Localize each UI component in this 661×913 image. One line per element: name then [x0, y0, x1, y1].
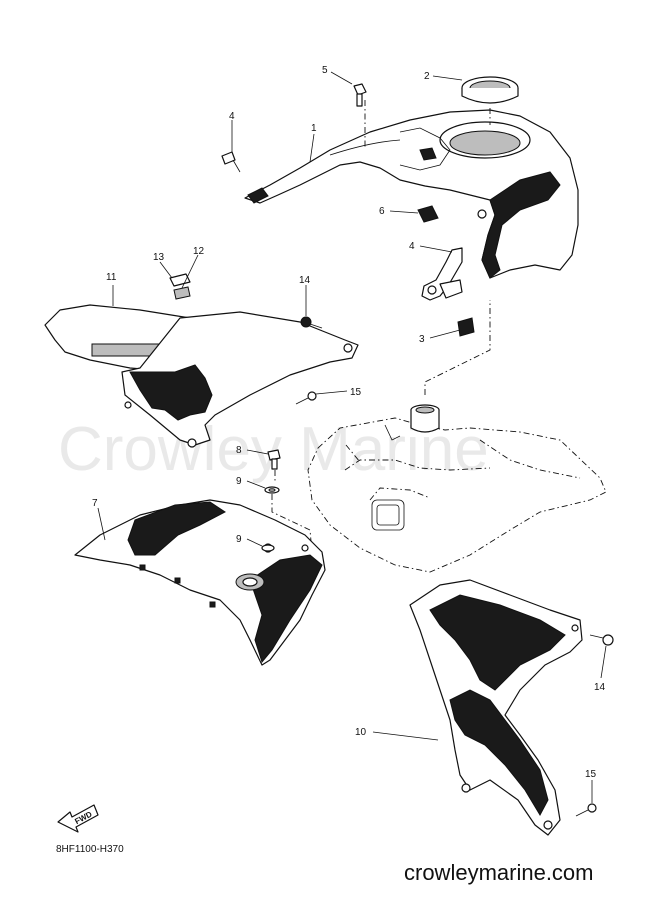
side-cover-7 — [74, 499, 326, 666]
callout-13: 13 — [153, 252, 165, 263]
callout-2: 2 — [424, 71, 430, 82]
callout-10: 10 — [355, 727, 367, 738]
pad-13 — [169, 273, 191, 287]
callout-14-lower: 14 — [594, 682, 606, 693]
callout-9-lower: 9 — [236, 534, 242, 545]
washer-9-upper — [264, 486, 280, 494]
bolt-15-upper — [295, 391, 317, 405]
side-cover-10 — [409, 579, 583, 836]
fuel-tank — [307, 417, 607, 573]
tank-cover — [244, 109, 579, 279]
callout-7: 7 — [92, 498, 98, 509]
leader-lines — [97, 71, 607, 803]
callout-5: 5 — [322, 65, 328, 76]
bracket-4 — [421, 247, 463, 301]
callout-1: 1 — [311, 123, 317, 134]
callout-8: 8 — [236, 445, 242, 456]
fwd-arrow-icon: FWD — [57, 804, 99, 833]
callout-12: 12 — [193, 246, 205, 257]
diagram-code: 8HF1100-H370 — [56, 844, 124, 855]
callout-3: 3 — [419, 334, 425, 345]
site-url: crowleymarine.com — [404, 860, 594, 885]
pad-12 — [173, 286, 191, 300]
bolt-15-lower — [575, 803, 597, 817]
bolt-5 — [353, 83, 367, 107]
callout-15-upper: 15 — [350, 387, 362, 398]
callout-4-upper: 4 — [229, 111, 235, 122]
bolt-8 — [267, 449, 281, 470]
clip-6 — [417, 205, 439, 223]
callout-6: 6 — [379, 206, 385, 217]
clip-3 — [457, 317, 475, 337]
screw-4-upper — [221, 151, 241, 173]
callout-14-upper: 14 — [299, 275, 311, 286]
bolt-14-lower — [589, 634, 614, 646]
callout-15-lower: 15 — [585, 769, 597, 780]
side-cover-11 — [44, 304, 359, 448]
callout-11: 11 — [106, 272, 117, 283]
callout-4-bracket: 4 — [409, 241, 415, 252]
fuel-filler-neck — [410, 404, 440, 433]
grommet-2 — [461, 76, 519, 104]
callout-9-upper: 9 — [236, 476, 242, 487]
callout-numbers: 1 2 3 4 4 5 6 7 8 9 9 10 11 12 13 14 14 … — [92, 65, 606, 780]
washer-9-lower — [261, 544, 275, 552]
bolt-14-upper — [300, 316, 323, 329]
